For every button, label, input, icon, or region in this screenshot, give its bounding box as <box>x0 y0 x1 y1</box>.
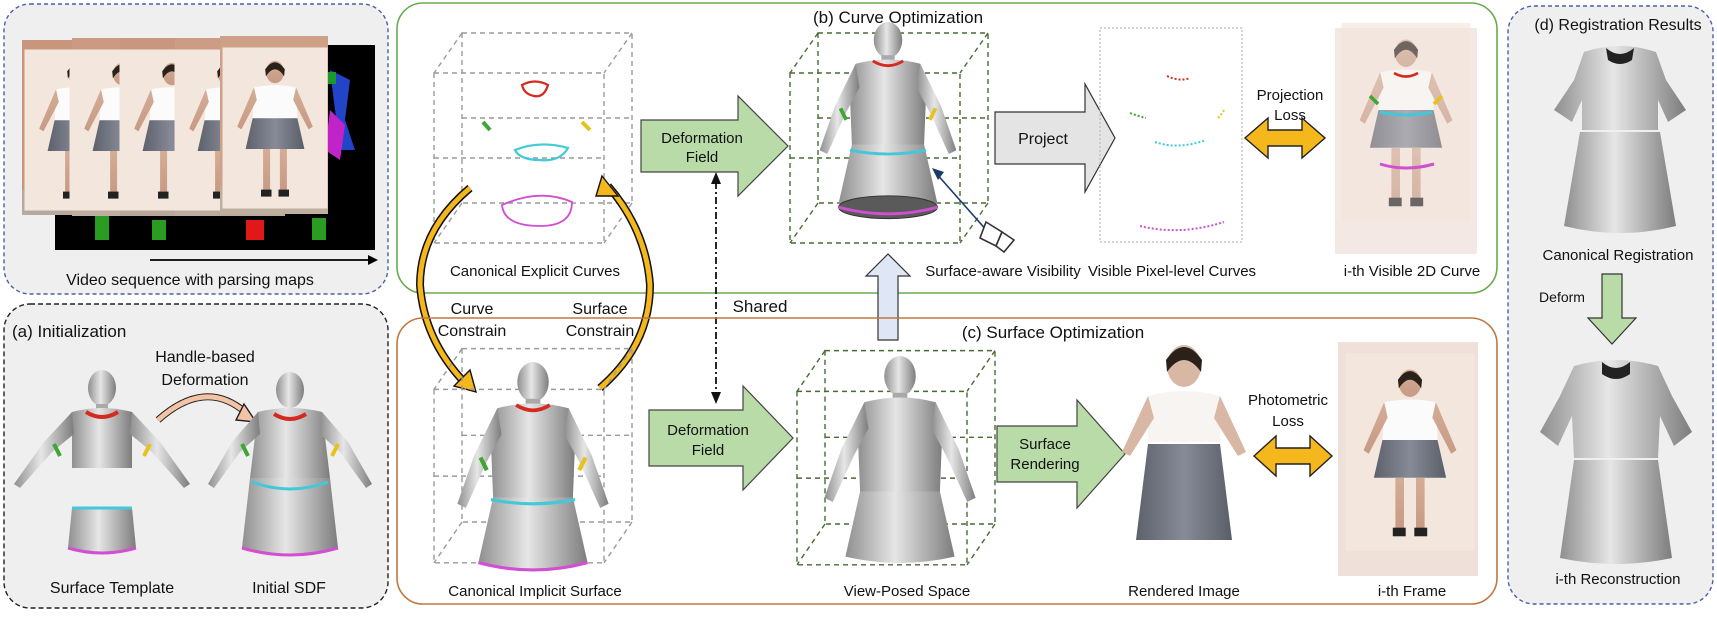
visible-pixel-curves <box>1099 27 1243 243</box>
project-label: Project <box>1018 131 1068 148</box>
surface-constrain-arrow <box>598 184 653 390</box>
initial-sdf <box>208 372 372 557</box>
deformation-field-arrow-top: Deformation Field <box>640 94 789 198</box>
canonical-implicit-surface <box>457 362 609 572</box>
canonical-registration-mesh <box>1554 46 1686 233</box>
canonical-curves-label: Canonical Explicit Curves <box>450 263 620 280</box>
time-arrowhead <box>368 255 378 265</box>
surface-optimization-panel: (c) Surface Optimization Canonical Impli… <box>396 317 1498 605</box>
surface-constrain-arrowhead <box>595 174 620 197</box>
surface-constrain-label-2: Constrain <box>566 323 634 340</box>
render-label-1: Surface <box>1019 436 1071 453</box>
deform-bottom-label-1: Deformation <box>667 422 749 439</box>
waist-curve <box>513 143 570 162</box>
template-label: Surface Template <box>50 580 174 597</box>
deform-top-label-2: Field <box>686 149 719 166</box>
canonical-curves <box>481 80 592 227</box>
reconstruction-label: i-th Reconstruction <box>1555 571 1680 588</box>
sdf-label: Initial SDF <box>252 580 326 597</box>
visibility-label: Surface-aware Visibility <box>925 263 1081 280</box>
project-arrow: Project <box>994 81 1116 195</box>
camera-icon <box>932 168 1016 254</box>
deform-label: Deform <box>1539 289 1585 305</box>
constraint-links: Curve Constrain Surface Constrain Shared <box>415 172 912 404</box>
video-frames <box>22 36 328 216</box>
canonical-registration-label: Canonical Registration <box>1543 247 1694 264</box>
collar-curve <box>520 80 550 98</box>
visible-2d-label: i-th Visible 2D Curve <box>1344 263 1480 280</box>
shared-label: Shared <box>733 297 788 316</box>
deform-top-label-1: Deformation <box>661 130 743 147</box>
curve-panel-title: (b) Curve Optimization <box>813 8 983 27</box>
projection-loss-label-1: Projection <box>1257 87 1324 104</box>
video-caption: Video sequence with parsing maps <box>66 272 314 289</box>
registration-title: (d) Registration Results <box>1534 17 1701 34</box>
rendered-image <box>1122 345 1246 540</box>
registration-panel: (d) Registration Results Canonical Regis… <box>1507 5 1714 605</box>
handle-label-1: Handle-based <box>155 349 255 366</box>
surface-constrain-label-1: Surface <box>572 301 627 318</box>
photometric-loss-arrow <box>1252 434 1334 478</box>
surface-rendering-arrow: Surface Rendering <box>996 398 1126 510</box>
canonical-surface-label: Canonical Implicit Surface <box>448 583 621 600</box>
photometric-label-2: Loss <box>1272 413 1304 430</box>
curve-panel-frame <box>396 2 1498 294</box>
visible-2d-curve-image <box>1335 23 1477 254</box>
curve-constrain-label-2: Constrain <box>438 323 506 340</box>
deform-down-arrow <box>1586 273 1638 345</box>
canonical-curves-cube <box>433 32 633 244</box>
ith-frame-image <box>1338 342 1478 576</box>
right-cuff-curve <box>580 120 592 132</box>
ith-frame-label: i-th Frame <box>1378 583 1446 600</box>
render-label-2: Rendering <box>1010 456 1079 473</box>
deformation-field-arrow-bottom: Deformation Field <box>648 384 794 492</box>
handle-arrow <box>156 394 247 422</box>
handle-label-2: Deformation <box>161 372 248 389</box>
projection-loss-label-2: Loss <box>1274 107 1306 124</box>
curve-optimization-panel: (b) Curve Optimization Canonical Explici… <box>396 2 1498 294</box>
init-title: (a) Initialization <box>12 322 126 341</box>
left-cuff-curve <box>481 120 492 132</box>
visibility-up-arrow <box>864 253 912 341</box>
video-panel: Video sequence with parsing maps <box>3 3 389 295</box>
rendered-label: Rendered Image <box>1128 583 1240 600</box>
handle-arrowhead <box>234 402 258 423</box>
shared-arrowhead-top <box>711 172 721 184</box>
deformed-mesh-with-curves <box>819 21 957 220</box>
surface-panel-title: (c) Surface Optimization <box>962 323 1144 342</box>
view-posed-label: View-Posed Space <box>844 583 970 600</box>
ith-reconstruction-mesh <box>1540 360 1692 564</box>
view-posed-mesh <box>824 356 976 563</box>
curve-constrain-arrow <box>417 186 472 385</box>
deform-bottom-label-2: Field <box>692 442 725 459</box>
shared-arrowhead-bottom <box>711 392 721 404</box>
photometric-label-1: Photometric <box>1248 392 1329 409</box>
curve-constrain-label-1: Curve <box>451 301 494 318</box>
surface-template <box>14 370 190 555</box>
initialization-panel: (a) Initialization Handle-based Deformat… <box>3 303 389 609</box>
hem-curve <box>501 194 573 227</box>
projection-loss-arrow <box>1243 116 1327 160</box>
surface-panel-frame <box>396 317 1498 605</box>
pixel-curves-label: Visible Pixel-level Curves <box>1088 263 1256 280</box>
